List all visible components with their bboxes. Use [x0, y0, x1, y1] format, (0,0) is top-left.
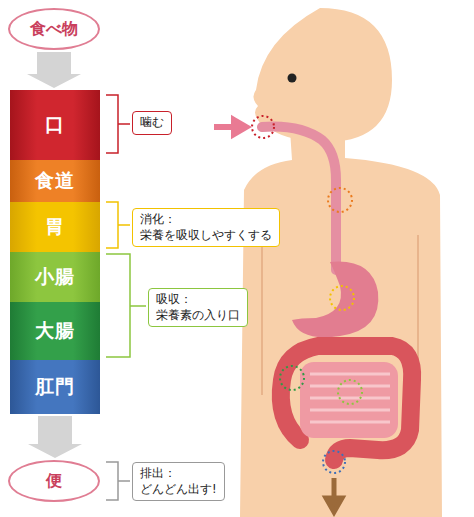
callout-text: どんどん出す! — [140, 482, 217, 498]
callout-text: 噛む — [140, 115, 164, 131]
organ-band: 大腸 — [10, 302, 100, 360]
organ-band: 口 — [10, 90, 100, 160]
eye — [288, 74, 297, 83]
small-intestine — [300, 362, 398, 438]
callout-text: 栄養を吸収しやすくする — [140, 228, 272, 244]
pointer-arrow — [214, 120, 246, 134]
flow-arrow — [28, 416, 82, 458]
callout-box: 消化：栄養を吸収しやすくする — [132, 208, 280, 247]
large-intestine — [281, 346, 412, 460]
organ-label: 食べ物 — [30, 19, 78, 40]
bracket — [106, 95, 130, 153]
organ-markers — [252, 116, 362, 473]
end-oval: 便 — [8, 460, 100, 502]
callout-heading: 消化： — [140, 212, 272, 228]
esophagus — [262, 127, 336, 270]
organ-band: 胃 — [10, 202, 100, 252]
callout-text: 栄養素の入り口 — [156, 308, 240, 324]
bracket — [106, 202, 130, 248]
callout-box: 排出：どんどん出す! — [132, 462, 225, 501]
organ-label: 食道 — [35, 168, 75, 194]
exit-arrow — [326, 478, 342, 512]
organ-label: 大腸 — [35, 318, 75, 344]
organ-band: 肛門 — [10, 360, 100, 414]
callout-box: 噛む — [132, 111, 172, 135]
stomach — [292, 262, 378, 338]
organ-band: 食道 — [10, 160, 100, 202]
callout-heading: 排出： — [140, 466, 217, 482]
bracket — [106, 254, 146, 357]
bracket — [106, 462, 130, 500]
small-intestine-coils — [310, 374, 390, 422]
callout-box: 吸収：栄養素の入り口 — [148, 288, 248, 327]
flow-arrow-shape — [27, 52, 81, 88]
flow-arrow — [27, 52, 81, 88]
organ-label: 胃 — [45, 214, 65, 240]
organ-label: 便 — [46, 471, 62, 492]
organ-label: 口 — [45, 112, 65, 138]
organ-band: 小腸 — [10, 252, 100, 302]
callout-heading: 吸収： — [156, 292, 240, 308]
organ-label: 肛門 — [35, 374, 75, 400]
flow-arrow-shape — [28, 416, 82, 458]
organ-label: 小腸 — [35, 264, 75, 290]
start-oval: 食べ物 — [8, 8, 100, 50]
